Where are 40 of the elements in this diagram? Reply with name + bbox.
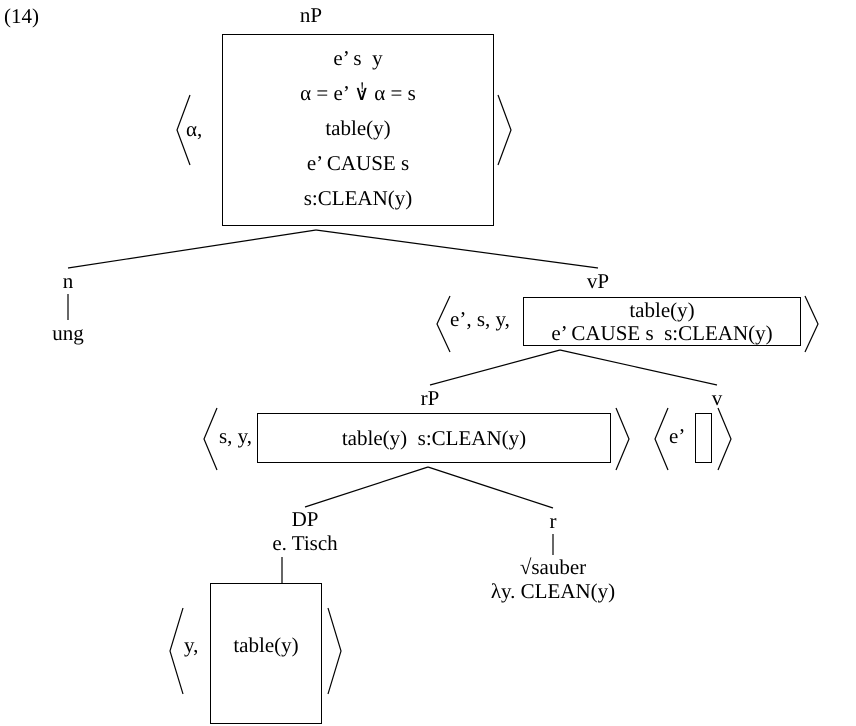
- drs-box: [695, 413, 712, 463]
- tree-branch: [67, 294, 69, 320]
- node-text: nP: [300, 2, 322, 28]
- node-text: e. Tisch: [272, 531, 338, 555]
- node-text: DP: [292, 507, 318, 531]
- tree-branch: [316, 229, 598, 269]
- drs-condition: α = e’ $^{!}$∨ α = s: [300, 78, 416, 107]
- drs-condition: table(y) s:CLEAN(y): [342, 425, 526, 451]
- drs-condition: s:CLEAN(y): [304, 185, 412, 212]
- example-number: (14): [4, 3, 39, 29]
- drs-box: [257, 413, 611, 463]
- node-text: v: [712, 385, 722, 411]
- drs-box: [210, 583, 322, 724]
- drs-condition: table(y): [325, 115, 391, 142]
- drs-box: [222, 34, 494, 226]
- tree-branch: [304, 466, 428, 508]
- tree-branch: [68, 229, 316, 269]
- tree-branch: [430, 349, 560, 386]
- drs-condition: e’ CAUSE s s:CLEAN(y): [551, 322, 773, 345]
- node-text: λy. CLEAN(y): [490, 579, 616, 603]
- drs-box: [523, 297, 801, 346]
- node-text: n: [62, 268, 74, 294]
- node-text: rP: [420, 385, 440, 411]
- tree-branch: [552, 534, 554, 555]
- tuple-variables: y,: [184, 632, 198, 658]
- tree-branch: [560, 349, 718, 386]
- tuple-variables: α,: [186, 116, 202, 142]
- node-text: √sauber: [520, 555, 586, 579]
- node-text: r: [550, 508, 556, 534]
- node-text: vP: [586, 268, 610, 294]
- drs-condition: table(y): [629, 299, 695, 322]
- tuple-variables: e’: [669, 423, 686, 449]
- drs-condition: table(y): [233, 632, 299, 658]
- tree-branch: [428, 466, 554, 509]
- drs-condition: e’ CAUSE s: [306, 150, 410, 177]
- tuple-variables: s, y,: [219, 423, 252, 449]
- drs-condition: e’ s y: [333, 45, 383, 72]
- tuple-variables: e’, s, y,: [450, 306, 510, 332]
- tree-branch: [281, 557, 283, 583]
- node-text: ung: [52, 320, 84, 346]
